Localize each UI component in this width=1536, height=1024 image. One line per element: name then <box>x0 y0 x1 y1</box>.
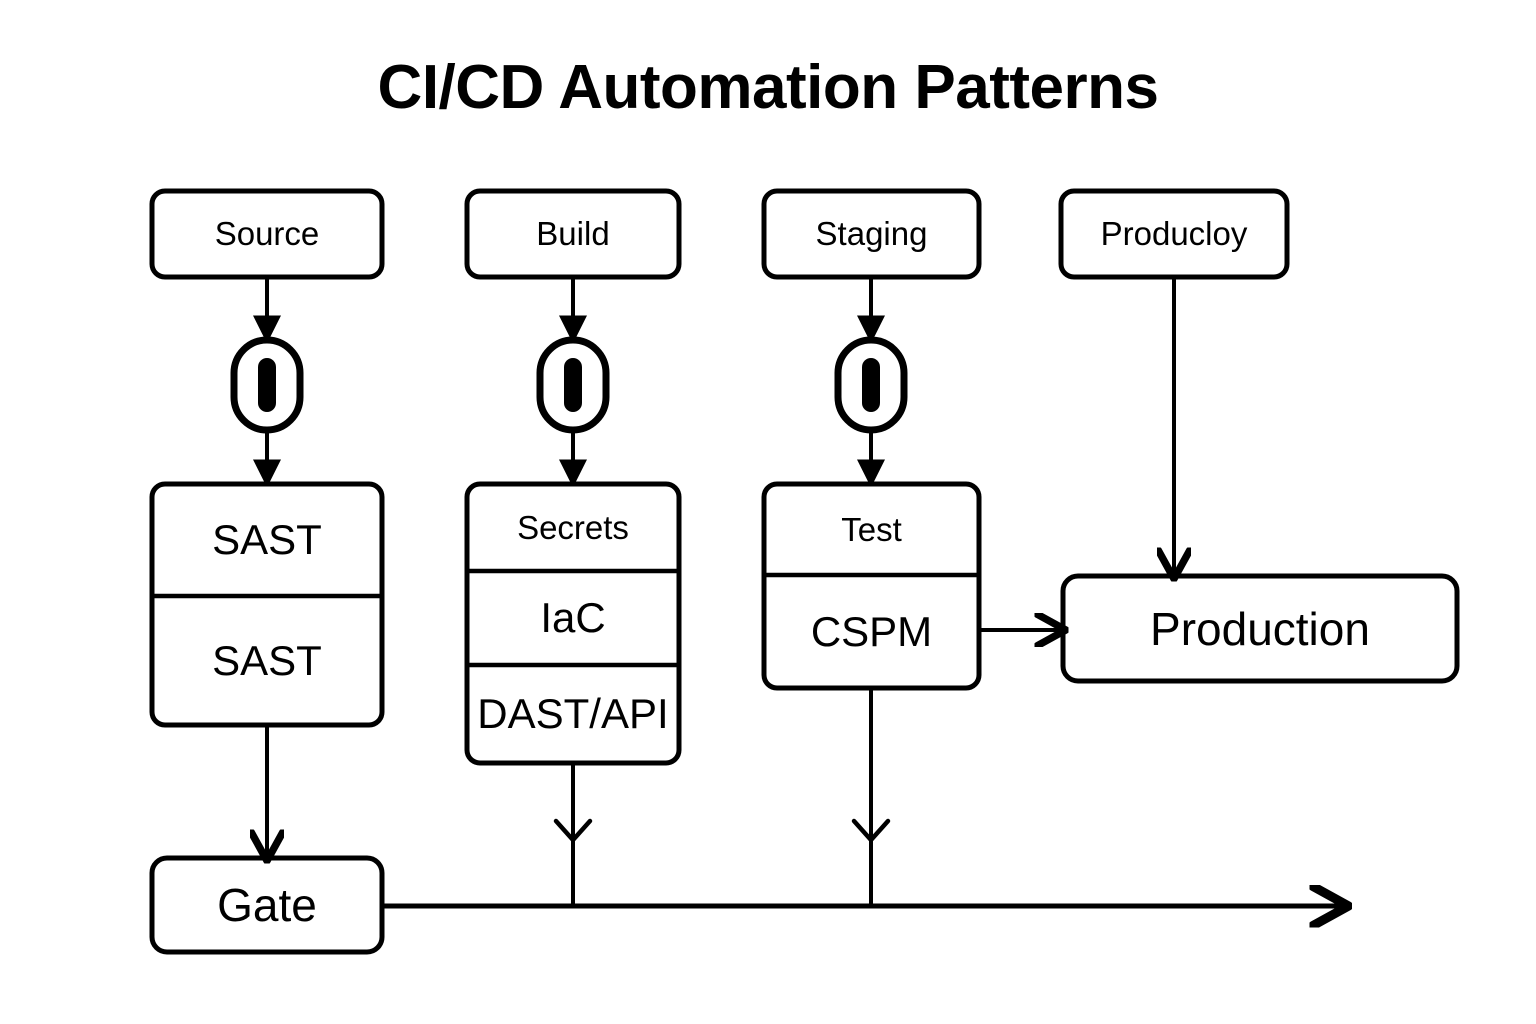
scan-stack-source <box>149 481 385 728</box>
pipeline-gate-icon-build <box>536 336 610 434</box>
stage-box-source <box>149 188 385 280</box>
gate-box <box>149 855 385 955</box>
scan-stack-staging <box>761 481 982 691</box>
bus-chevron-build <box>553 818 593 843</box>
page-title: CI/CD Automation Patterns <box>377 53 1159 122</box>
stage-box-build <box>464 188 682 280</box>
pipeline-gate-icon-source <box>230 336 304 434</box>
bus-chevron-staging <box>851 818 891 843</box>
stage-box-producloy <box>1058 188 1290 280</box>
production-box <box>1060 573 1460 684</box>
scan-stack-build <box>464 481 682 766</box>
pipeline-gate-icon-staging <box>834 336 908 434</box>
stage-box-staging <box>761 188 982 280</box>
